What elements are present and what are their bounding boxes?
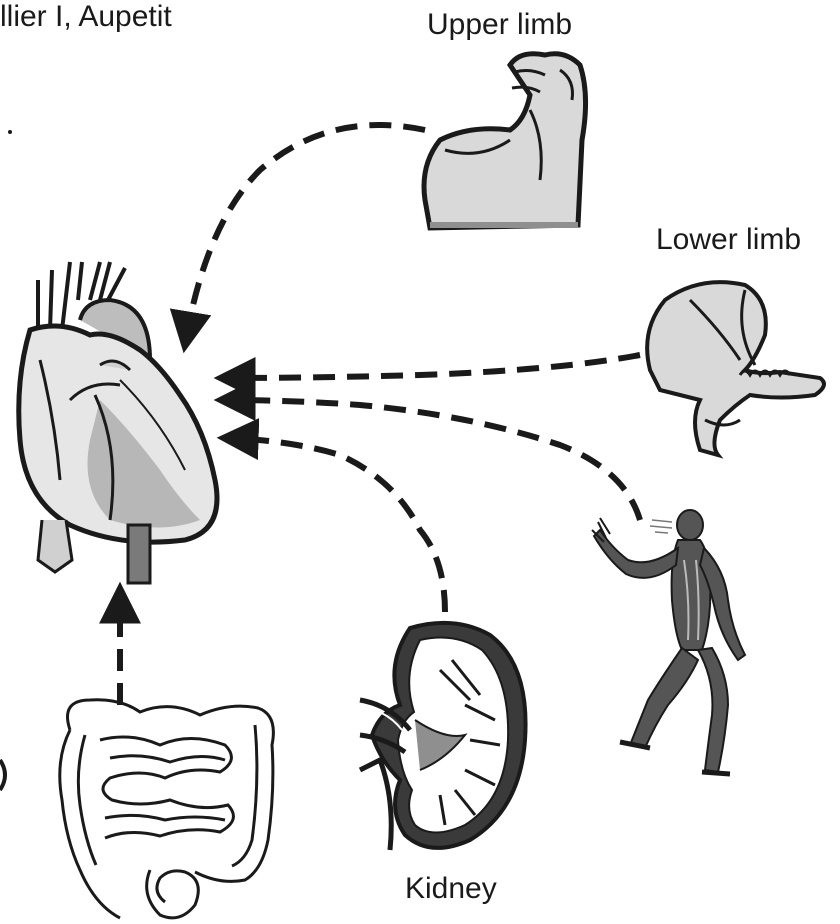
arrow-upper-limb	[185, 125, 425, 345]
heart-icon	[19, 262, 217, 583]
intestine-icon	[60, 700, 274, 918]
arrow-lower-limb	[222, 355, 640, 378]
arm-icon	[424, 54, 586, 228]
kidney-icon	[360, 623, 526, 850]
dot-mark	[8, 130, 12, 134]
human-figure-icon	[592, 510, 745, 774]
leg-icon	[647, 282, 824, 455]
edge-mark	[0, 760, 5, 790]
arrow-kidney	[225, 438, 445, 612]
arrow-body	[222, 400, 640, 520]
